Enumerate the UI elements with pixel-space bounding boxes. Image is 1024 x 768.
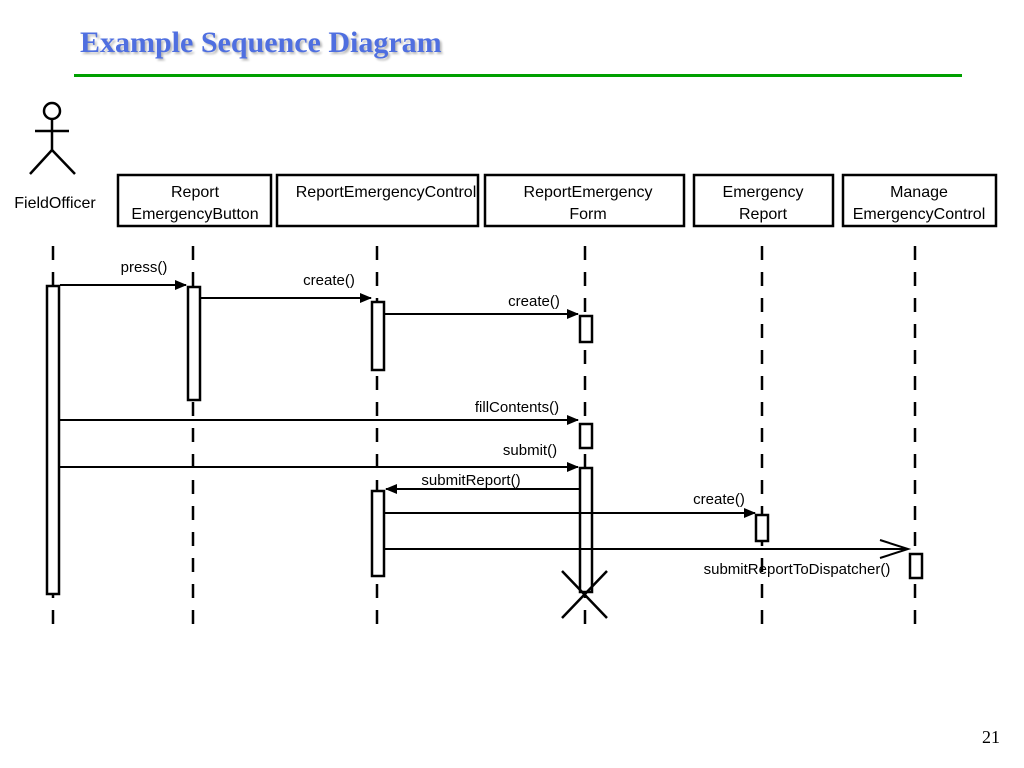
object-label-line: Form: [569, 206, 606, 223]
message-label: create(): [693, 491, 745, 508]
activation-bar: [578, 314, 594, 344]
object-label-line: Report: [171, 184, 220, 201]
message-label: fillContents(): [475, 399, 559, 416]
object-label-line: EmergencyControl: [853, 206, 986, 223]
open-arrowhead-icon: [879, 539, 912, 559]
message-label: submit(): [503, 442, 557, 459]
message-create-form: create(): [385, 293, 579, 319]
activation-bar: [370, 489, 386, 578]
message-create-control: create(): [201, 272, 372, 303]
object-box: [692, 173, 835, 228]
activation-bar: [186, 285, 202, 402]
object-label-line: EmergencyButton: [131, 206, 258, 223]
message-press: press(): [60, 259, 187, 290]
message-fill-contents: fillContents(): [60, 399, 579, 425]
message-label: press(): [121, 259, 168, 276]
title-divider: [74, 74, 962, 77]
page-number: 21: [982, 727, 1000, 747]
message-submit-report: submitReport(): [385, 472, 579, 494]
activation-bar: [578, 466, 594, 594]
activation-bar: [370, 300, 386, 372]
actor-label: FieldOfficer: [14, 195, 96, 212]
object-box: [275, 173, 480, 228]
actor-stick-figure-icon: [29, 101, 76, 175]
object-label-line: Manage: [890, 184, 948, 201]
object-box: [841, 173, 998, 228]
object-report: Emergency Report: [692, 173, 835, 228]
object-label-line: Emergency: [723, 184, 804, 201]
activations: [45, 284, 924, 596]
message-label: submitReportToDispatcher(): [704, 561, 891, 578]
object-manage: Manage EmergencyControl: [841, 173, 998, 228]
slide-title: Example Sequence Diagram: [80, 26, 442, 59]
message-submit: submit(): [60, 442, 579, 472]
object-box: [116, 173, 273, 228]
message-create-report: create(): [385, 491, 756, 518]
object-box: [483, 173, 686, 228]
activation-bar: [908, 552, 924, 580]
object-label-line: ReportEmergency: [524, 184, 653, 201]
message-submit-report-to-dispatcher: submitReportToDispatcher(): [385, 539, 912, 578]
activation-bar: [754, 513, 770, 543]
activation-bar: [45, 284, 61, 596]
object-form: ReportEmergency Form: [483, 173, 686, 228]
message-label: submitReport(): [421, 472, 520, 489]
object-button: Report EmergencyButton: [116, 173, 273, 228]
activation-bar: [578, 422, 594, 450]
message-label: create(): [303, 272, 355, 289]
message-label: create(): [508, 293, 560, 310]
destroy-x-icon: [561, 570, 608, 619]
object-label-line: ReportEmergencyControl: [296, 184, 477, 201]
object-label-line: Report: [739, 206, 788, 223]
object-control: ReportEmergencyControl: [275, 173, 480, 228]
